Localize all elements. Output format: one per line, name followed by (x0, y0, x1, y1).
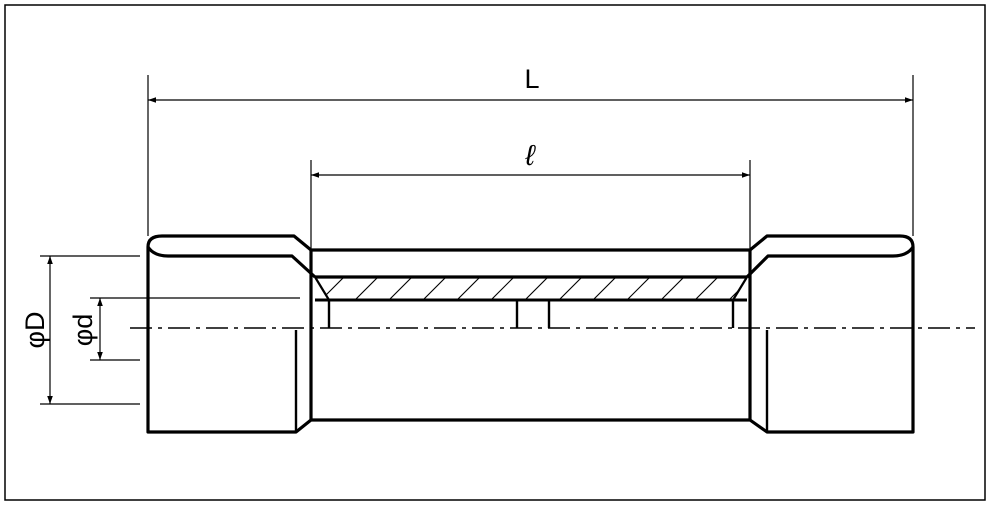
label-phi-D: φD (20, 311, 50, 348)
tube-hatching (317, 277, 747, 300)
drawing-frame (4, 4, 986, 501)
label-l: ℓ (524, 140, 536, 172)
label-phi-d: φd (68, 314, 98, 347)
connector-body (146, 234, 915, 434)
label-L: L (524, 64, 539, 94)
extension-lines (40, 75, 914, 405)
